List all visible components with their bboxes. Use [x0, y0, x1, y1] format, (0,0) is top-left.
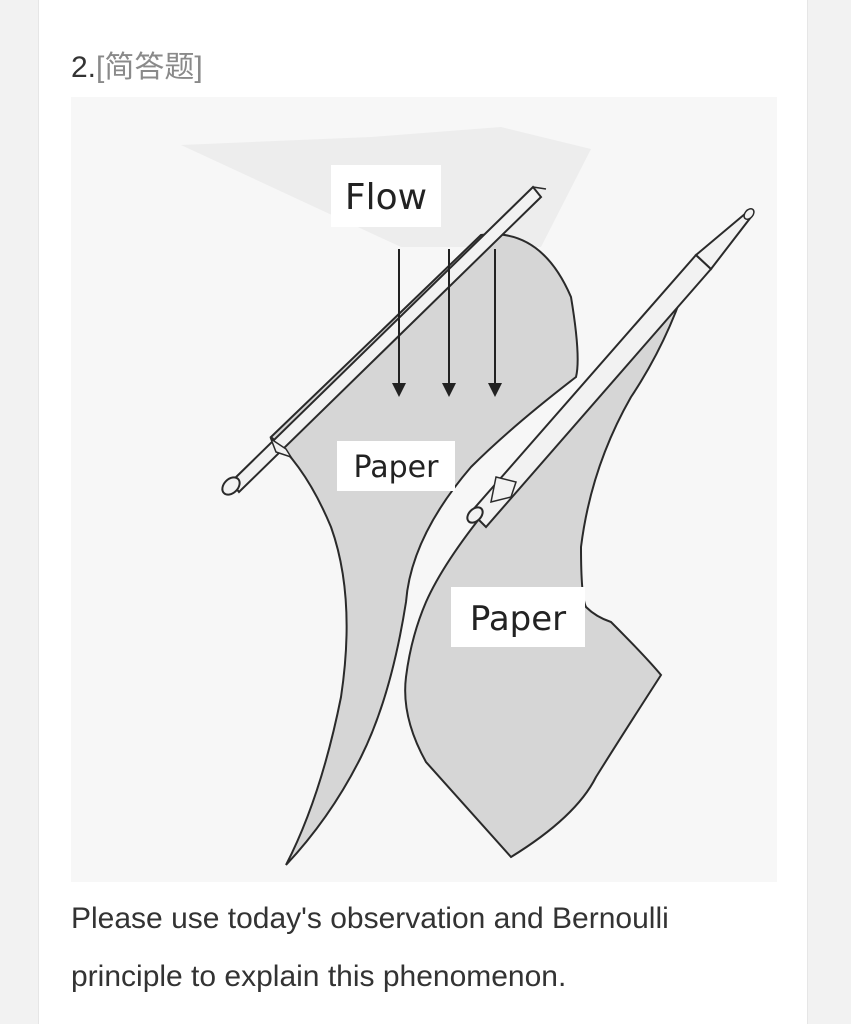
flow-label: Flow	[345, 177, 427, 218]
left-rod	[221, 185, 547, 496]
flow-arrows	[392, 249, 502, 397]
left-paper-sheet	[269, 233, 579, 866]
right-paper-sheet	[404, 266, 692, 859]
paper-label-top-box	[337, 441, 455, 491]
paper-label-top: Paper	[354, 450, 440, 485]
question-card: 2.[简答题]	[38, 0, 808, 1024]
bernoulli-paper-diagram: Flow Paper Paper	[181, 127, 755, 866]
question-type-label: [简答题]	[96, 51, 203, 84]
question-figure: Flow Paper Paper	[71, 97, 777, 882]
question-body-text: Please use today's observation and Berno…	[71, 902, 669, 993]
question-header: 2.[简答题]	[71, 48, 203, 88]
paper-label-bottom: Paper	[470, 599, 566, 639]
right-rod	[466, 207, 755, 529]
flow-label-box	[331, 165, 441, 227]
paper-label-bottom-box	[451, 587, 585, 647]
question-number: 2.	[71, 51, 97, 84]
